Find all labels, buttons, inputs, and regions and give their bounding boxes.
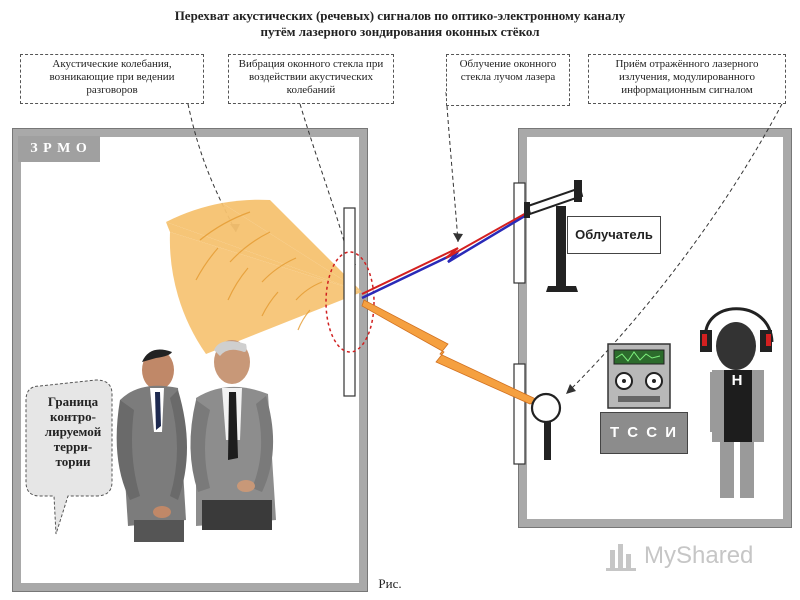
sound-wave-rings — [195, 211, 323, 331]
title-line-2: путём лазерного зондирования оконных стё… — [260, 24, 540, 39]
zone-label: З Р М О — [18, 136, 100, 162]
vibration-ellipse — [325, 251, 375, 353]
laser-beam-red — [361, 211, 529, 295]
callout-4-arrowhead — [566, 384, 576, 394]
irradiator-device — [524, 180, 584, 292]
callout-laser-irradiation: Облучение оконного стекла лучом лазера — [446, 54, 570, 106]
receiver-magnifier — [530, 392, 562, 460]
figure-caption: Рис. — [378, 576, 402, 591]
watermark-text: MyShared — [644, 542, 754, 569]
operator-figure — [700, 307, 774, 498]
callout-4-pointer — [567, 103, 783, 393]
person-left — [116, 349, 187, 542]
right-window-glass-lower — [513, 363, 526, 465]
diagram-title: Перехват акустических (речевых) сигналов… — [60, 8, 740, 40]
person-right — [190, 340, 276, 530]
callout-acoustic-vibrations: Акустические колебания, возникающие при … — [20, 54, 204, 104]
reflected-beam — [361, 299, 539, 405]
tssi-label: Т С С И — [600, 412, 688, 454]
callout-3-arrowhead — [453, 233, 463, 242]
title-line-1: Перехват акустических (речевых) сигналов… — [174, 8, 626, 23]
sound-wave — [166, 199, 362, 354]
callout-reflected-reception: Приём отражённого лазерного излучения, м… — [588, 54, 786, 104]
border-speech-bubble — [25, 379, 113, 535]
watermark-icon — [606, 544, 636, 571]
headphone-letter: Н — [731, 372, 743, 389]
recorder-device — [607, 343, 671, 409]
left-room — [12, 128, 368, 592]
callout-window-vibration: Вибрация оконного стекла при воздействии… — [228, 54, 394, 104]
right-window-glass-upper — [513, 182, 526, 284]
border-label: Граница контро-лируемой терри-тории — [44, 394, 102, 469]
callout-3-pointer — [445, 91, 459, 243]
left-window-glass — [343, 207, 356, 397]
laser-beam-blue — [361, 212, 529, 300]
irradiator-label: Облучатель — [567, 216, 661, 254]
